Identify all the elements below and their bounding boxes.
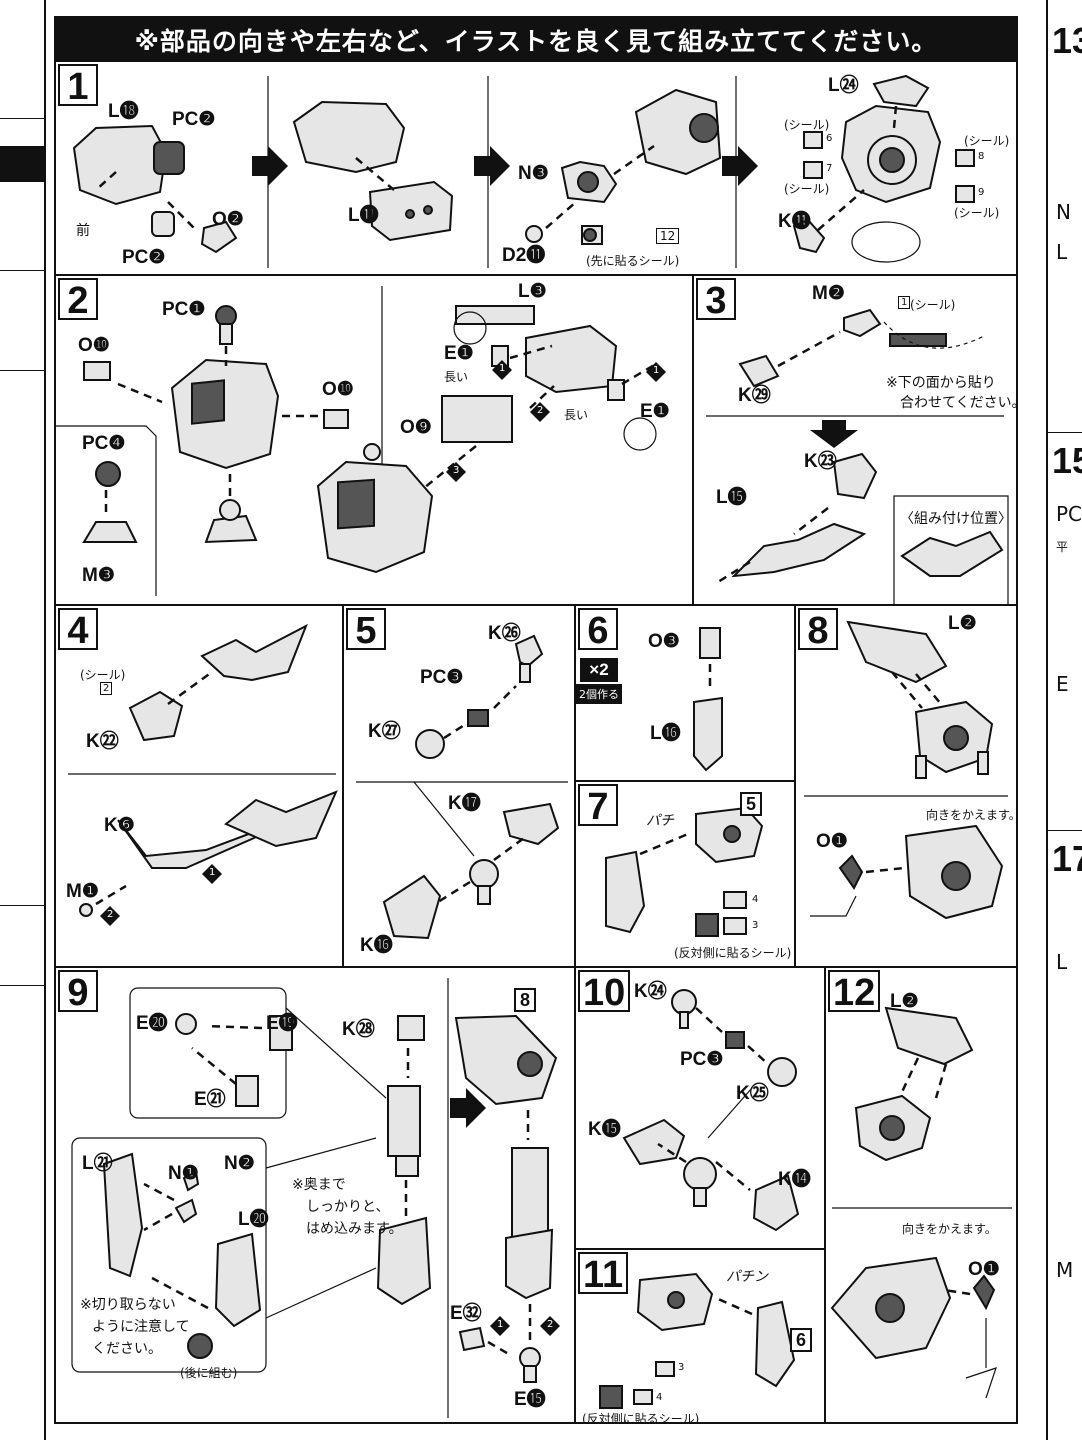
step-10-illustration <box>622 989 800 1232</box>
step-6-number: 6 <box>578 608 618 652</box>
step-5-panel: 5 K㉖ PC❸ K㉗ K⓱ K⓰ <box>344 606 576 968</box>
step-5-number: 5 <box>346 608 386 652</box>
step-11-illustration <box>599 1272 796 1409</box>
step-11-number: 11 <box>578 1252 629 1296</box>
step-4-number: 4 <box>58 608 98 652</box>
right-step-15: 15 <box>1052 440 1082 481</box>
step-2-panel: 2 PC❶ O❿ O❿ PC❹ M❸ L❸ E❶ E❶ O❾ 長い 長い 1 1… <box>56 276 694 606</box>
step-7-panel: 7 5 パチ 4 3 (反対側に貼るシール) <box>576 782 796 968</box>
step-8-panel: 8 L❷ 向きをかえます。 O❶ <box>796 606 1016 968</box>
step-1-panel: 1 L⓲ PC❷ PC❷ O❷ 前 L⓫ N❸ D2⓫ (先に貼るシール) 12… <box>56 62 1016 276</box>
step-10-panel: 10 K㉔ PC❸ K㉕ K⓯ K⓮ <box>576 968 826 1250</box>
step-4-panel: 4 (シール) 2 K㉒ K❻ M❶ 1 2 <box>56 606 344 968</box>
step-8-illustration <box>804 620 1008 920</box>
step-6-illustration <box>693 627 723 772</box>
right-step-17: 17 <box>1052 838 1082 879</box>
step-1-number: 1 <box>58 64 98 108</box>
step-3-illustration <box>706 308 1009 604</box>
step-9-number: 9 <box>58 970 98 1014</box>
make-two-badge: ×2 <box>580 658 618 682</box>
warning-banner: ※部品の向きや左右など、イラストを良く見て組み立ててください。 <box>56 18 1016 62</box>
step-4-illustration <box>68 623 338 926</box>
left-page-edge <box>0 0 46 1440</box>
step-9-illustration <box>71 978 560 1418</box>
step-10-number: 10 <box>578 970 631 1014</box>
step-5-illustration <box>356 634 568 940</box>
step-12-panel: 12 L❷ 向きをかえます。 O❶ <box>826 968 1016 1424</box>
step-2-number: 2 <box>58 278 98 322</box>
step-3-panel: 3 M❷ K㉙ K㉓ L⓯ (シール) ※下の面から貼り 合わせてください。 〈… <box>694 276 1016 606</box>
step-8-number: 8 <box>798 608 838 652</box>
step-12-number: 12 <box>828 970 881 1014</box>
step-3-number: 3 <box>696 278 736 322</box>
step-7-number: 7 <box>578 784 618 828</box>
right-step-13: 13 <box>1052 20 1082 61</box>
step-6-panel: 6 ×2 2個作る O❸ L⓰ <box>576 606 796 782</box>
instruction-sheet: ※部品の向きや左右など、イラストを良く見て組み立ててください。 <box>54 16 1018 1424</box>
step-7-illustration <box>605 806 764 937</box>
step-1-illustration <box>72 74 975 268</box>
step-9-panel: 9 E⓴ E⓳ E㉑ K㉘ L㉑ N❶ N❷ L⓴ E㉜ E⓯ 8 ※奥まで し… <box>56 968 576 1424</box>
step-2-illustration <box>56 286 666 596</box>
right-page-edge: 13 N L 15 PC 平 E 17 L M <box>1046 0 1082 1440</box>
step-12-illustration <box>830 1006 1012 1399</box>
step-11-panel: 11 6 パチン 3 4 (反対側に貼るシール) <box>576 1250 826 1424</box>
